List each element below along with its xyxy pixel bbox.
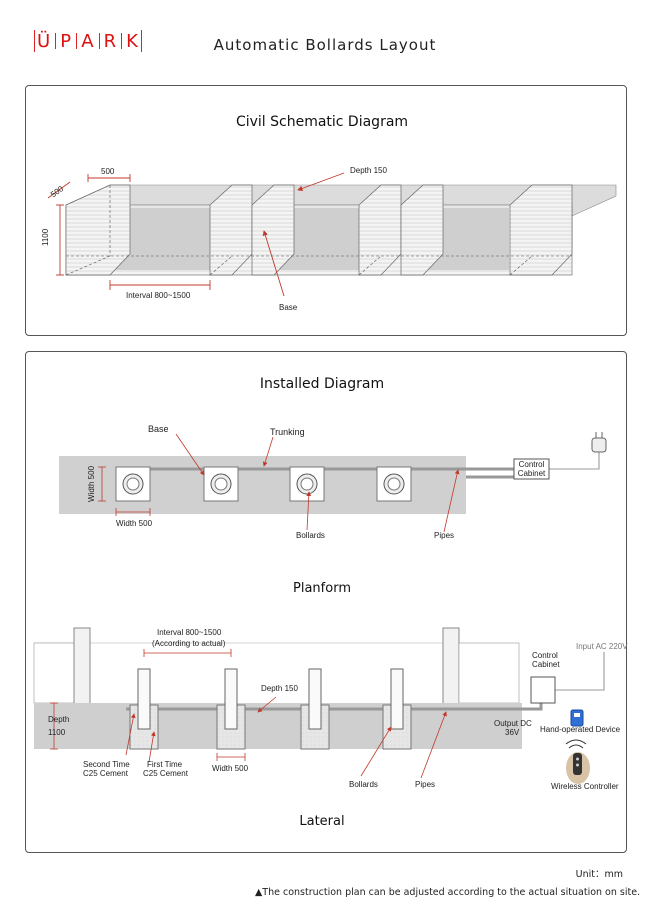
fence-panel [458, 642, 520, 704]
logo-divider [98, 33, 100, 49]
hand-device-label: Hand-operated Device [540, 725, 621, 734]
base-box [400, 184, 444, 276]
gate-post-right [442, 627, 460, 705]
fence-panel [33, 642, 75, 704]
installed-title: Installed Diagram [260, 376, 384, 392]
logo-letter: K [126, 30, 139, 52]
first-time-label: C25 Cement [143, 769, 189, 778]
bollard-plan [115, 466, 151, 502]
width-label: Width 500 [212, 764, 249, 773]
depth-side-value: 1100 [48, 728, 66, 737]
input-label: Input AC 220V [576, 642, 628, 651]
base-label: Base [279, 303, 298, 312]
civil-schematic-panel: Civil Schematic Diagram [25, 85, 627, 336]
bollard-plan [376, 466, 412, 502]
width-bottom-label: Width 500 [116, 519, 153, 528]
brand-logo: Ü P A R K [34, 30, 142, 52]
dim-height: 1100 [41, 228, 50, 246]
construction-note: ▲The construction plan can be adjusted a… [255, 887, 641, 898]
output-label: Output DC [494, 719, 532, 728]
plug-icon [591, 432, 607, 453]
installed-drawing: Installed Diagram Control Cabinet [33, 376, 628, 829]
control-cabinet-lateral [530, 676, 556, 704]
bollard-plan [203, 466, 239, 502]
bollard-plan-group [115, 466, 412, 502]
second-time-label: Second Time [83, 760, 130, 769]
bollards-label: Bollards [296, 531, 325, 540]
lateral-title: Lateral [299, 814, 344, 829]
second-time-label: C25 Cement [83, 769, 129, 778]
logo-letter: P [60, 30, 73, 52]
logo-letter: A [81, 30, 95, 52]
bollard-lateral [216, 668, 246, 750]
base-label: Base [148, 424, 169, 434]
planform-title: Planform [293, 581, 351, 596]
interval-note: (According to actual) [152, 639, 226, 648]
unit-note: Unit：mm [575, 869, 623, 880]
depth-label: Depth 150 [350, 166, 387, 175]
bollard-lateral [300, 668, 330, 750]
depth-side-label: Depth [48, 715, 69, 724]
trunking-label: Trunking [270, 427, 305, 437]
installed-panel: Installed Diagram Control Cabinet [25, 351, 628, 853]
power-cable [549, 452, 600, 470]
bollard-plan [289, 466, 325, 502]
base-box [65, 184, 131, 276]
wireless-controller-icon [565, 739, 590, 784]
first-time-label: First Time [147, 760, 183, 769]
interval-label: Interval 800~1500 [126, 291, 191, 300]
logo-divider [55, 33, 57, 49]
bollard-lateral [129, 668, 159, 750]
pipes-label: Pipes [415, 780, 435, 789]
input-cable [555, 652, 605, 691]
control-cabinet-label: Control [519, 460, 545, 469]
interval-label: Interval 800~1500 [157, 628, 222, 637]
logo-letter: Ü [37, 30, 52, 52]
dim-width: 500 [101, 167, 115, 176]
depth-label: Depth 150 [261, 684, 298, 693]
control-cabinet-label: Cabinet [532, 660, 560, 669]
wireless-label: Wireless Controller [551, 782, 619, 791]
logo-divider [76, 33, 78, 49]
output-label: 36V [505, 728, 520, 737]
logo-divider [121, 33, 123, 49]
control-cabinet-label: Cabinet [518, 469, 546, 478]
hand-device-icon [570, 709, 584, 727]
civil-title: Civil Schematic Diagram [236, 114, 408, 130]
civil-schematic-drawing: Civil Schematic Diagram [41, 114, 617, 312]
bollard-lateral [382, 668, 412, 750]
width-side-label: Width 500 [87, 465, 96, 502]
bollards-label: Bollards [349, 780, 378, 789]
logo-letter: R [103, 30, 118, 52]
page-title: Automatic Bollards Layout [213, 36, 437, 54]
pipes-label: Pipes [434, 531, 454, 540]
base-box [251, 184, 295, 276]
dim-depth-side: 500 [49, 184, 66, 199]
control-cabinet-label: Control [532, 651, 558, 660]
base-box [509, 184, 573, 276]
gate-post-left [73, 627, 91, 705]
